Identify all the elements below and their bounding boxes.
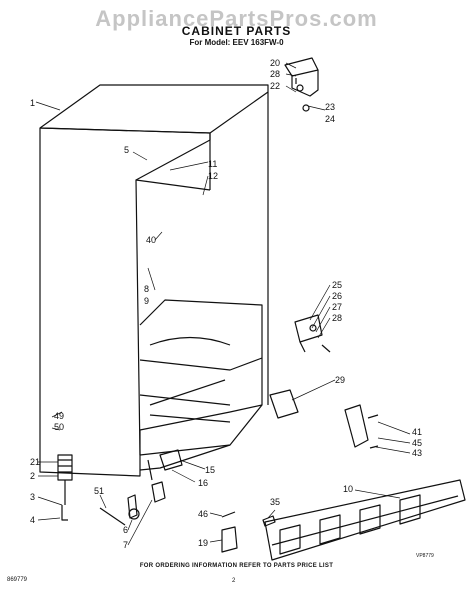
document-code: 869779 <box>7 577 28 583</box>
callout-41: 41 <box>412 427 422 437</box>
callout-43: 43 <box>412 448 422 458</box>
callout-40: 40 <box>146 235 156 245</box>
watermark: AppliancePartsPros.com <box>95 6 378 31</box>
callout-12: 12 <box>208 171 218 181</box>
cabinet-top <box>39 84 269 134</box>
callout-10: 10 <box>343 484 353 494</box>
callout-9: 9 <box>144 296 149 306</box>
callout-28-middle: 28 <box>332 313 342 323</box>
callout-51: 51 <box>94 486 104 496</box>
page-number: 2 <box>232 578 236 584</box>
cabinet-side-panel <box>39 128 211 477</box>
callout-25: 25 <box>332 280 342 290</box>
callout-49: 49 <box>54 411 64 421</box>
callout-1: 1 <box>30 98 35 108</box>
callout-7: 7 <box>123 540 128 550</box>
screw-46 <box>221 511 236 518</box>
callout-27: 27 <box>332 302 342 312</box>
callout-22: 22 <box>270 81 280 91</box>
callout-11: 11 <box>208 159 217 169</box>
callout-4: 4 <box>30 515 35 525</box>
clip-35 <box>262 515 276 527</box>
leveling-leg <box>57 454 73 481</box>
callout-35: 35 <box>270 497 280 507</box>
callout-16: 16 <box>198 478 208 488</box>
figure-code: VP8779 <box>416 553 434 559</box>
callout-24: 24 <box>325 114 335 124</box>
callout-3: 3 <box>30 492 35 502</box>
callout-15: 15 <box>205 465 215 475</box>
callout-6: 6 <box>123 525 128 535</box>
ordering-note: FOR ORDERING INFORMATION REFER TO PARTS … <box>139 563 334 569</box>
callout-23: 23 <box>325 102 335 112</box>
grille-bracket <box>344 404 369 448</box>
cabinet-inner-top <box>135 133 211 181</box>
middle-hinge <box>294 314 323 343</box>
callout-46: 46 <box>198 509 208 519</box>
callout-26: 26 <box>332 291 342 301</box>
callout-19: 19 <box>198 538 208 548</box>
callout-2: 2 <box>30 471 35 481</box>
model-number: For Model: EEV 163FW-0 <box>189 38 284 47</box>
callout-21: 21 <box>30 457 40 467</box>
cabinet-liner <box>139 299 263 431</box>
callout-20: 20 <box>270 58 280 68</box>
cabinet-left-side <box>39 127 211 190</box>
callout-8: 8 <box>144 284 149 294</box>
bracket-15 <box>159 449 183 471</box>
callout-28-top: 28 <box>270 69 280 79</box>
page-title: CABINET PARTS <box>181 24 292 38</box>
callout-45: 45 <box>412 438 422 448</box>
drain-tube <box>99 507 126 526</box>
top-hinge <box>284 57 319 77</box>
callout-5: 5 <box>124 145 129 155</box>
callout-29: 29 <box>335 375 345 385</box>
toe-grille <box>264 479 466 561</box>
callout-50: 50 <box>54 422 64 432</box>
bracket-7 <box>151 481 166 503</box>
bottom-hinge <box>269 389 299 419</box>
latch-19 <box>221 526 238 553</box>
